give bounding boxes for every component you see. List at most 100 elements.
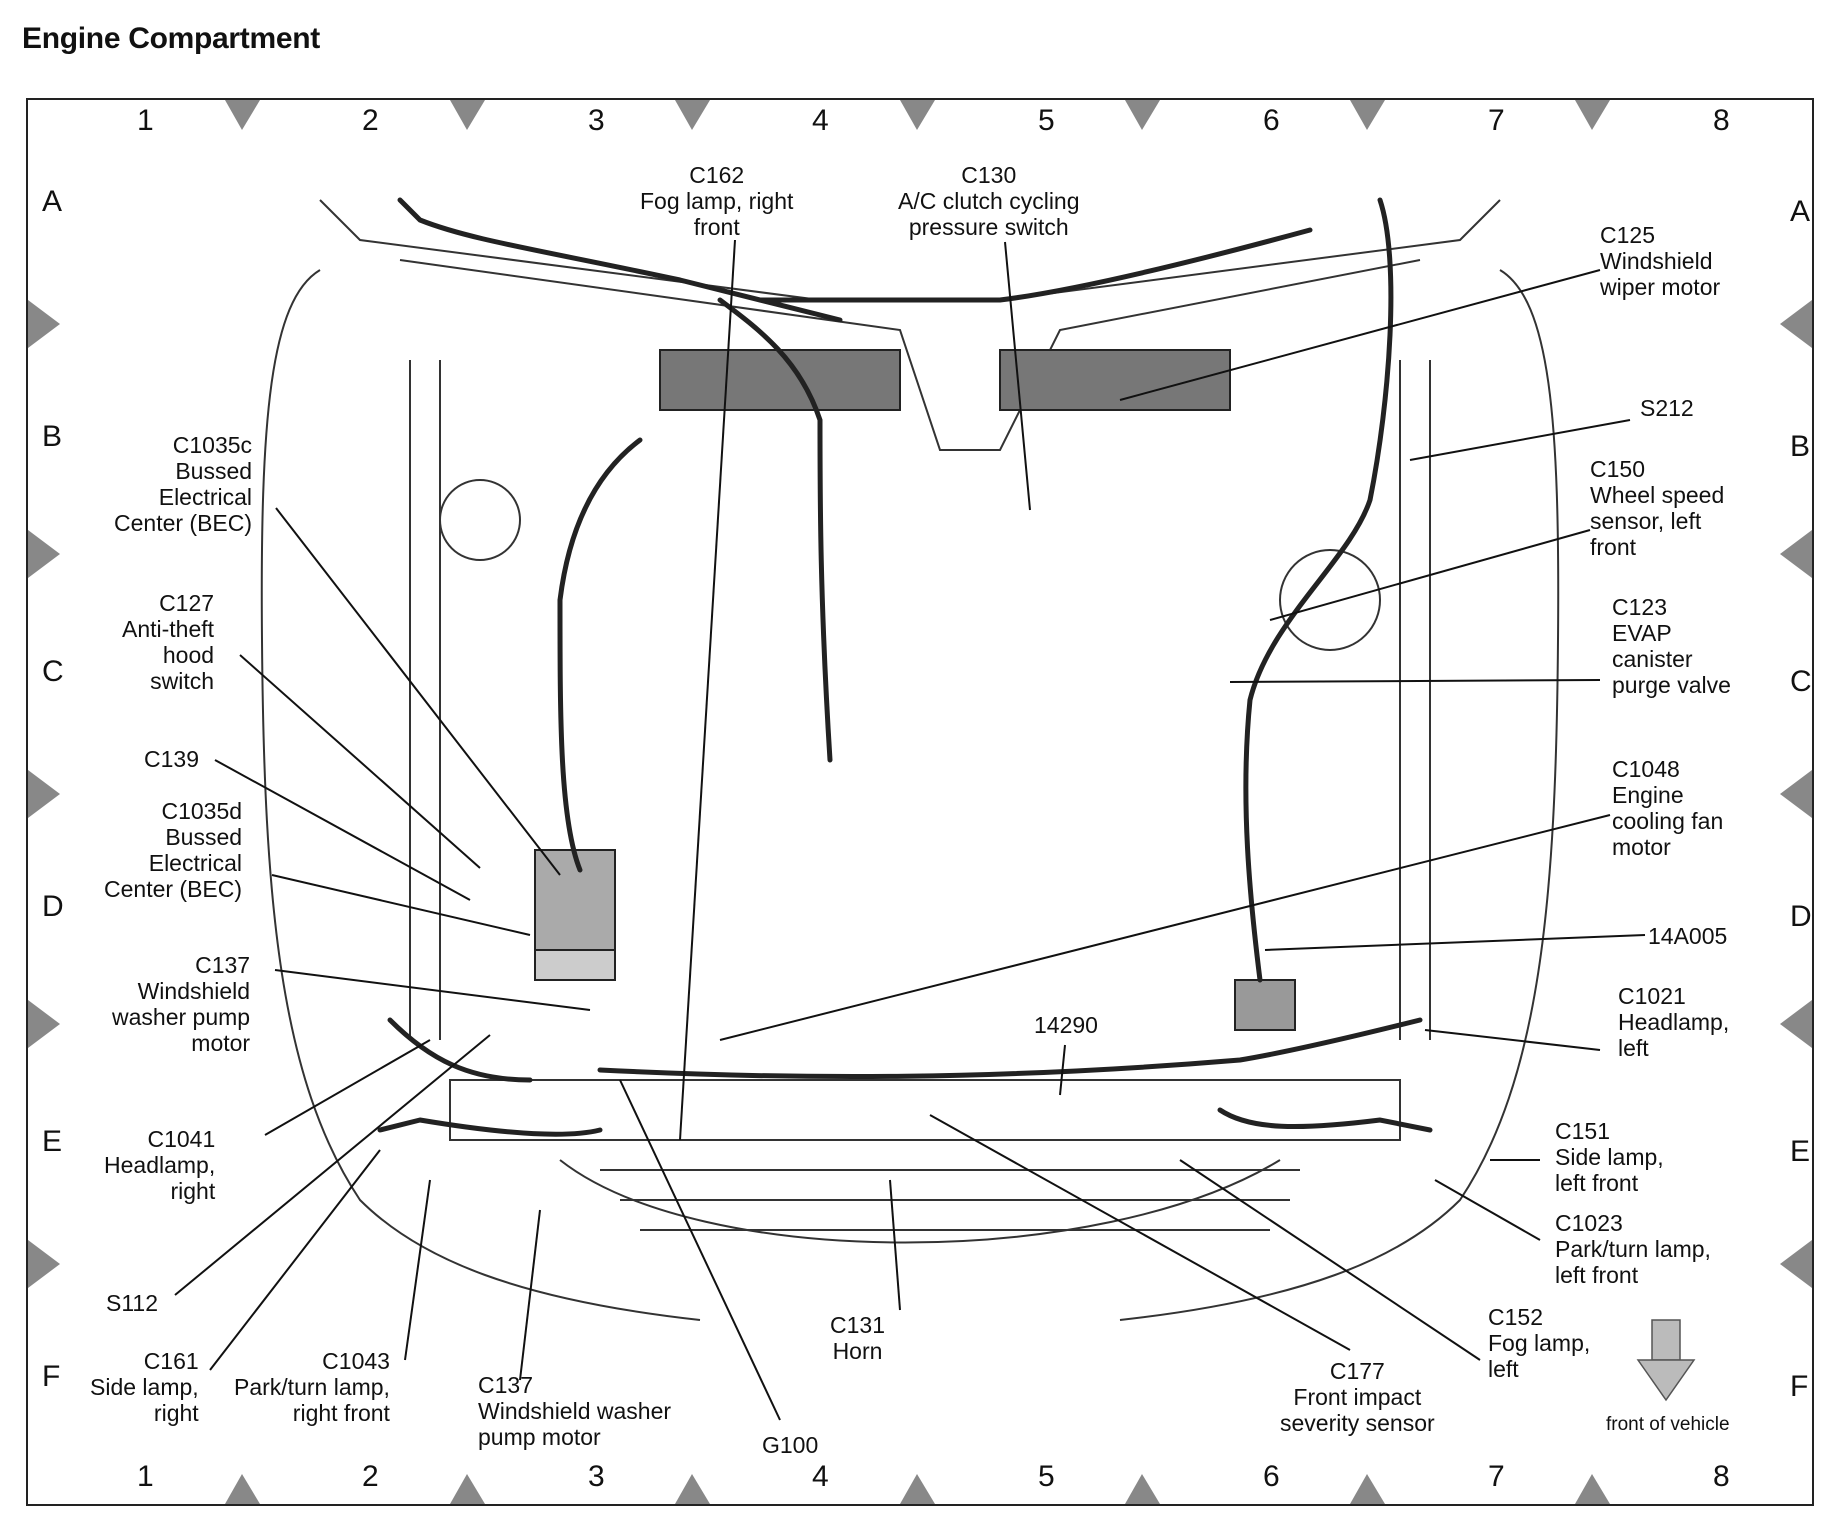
- label-c131: C131 Horn: [830, 1312, 885, 1364]
- grid-col-top: 8: [1713, 104, 1730, 137]
- grid-row-right: C: [1790, 665, 1812, 698]
- label-c162: C162 Fog lamp, right front: [640, 162, 794, 240]
- leader-c177: [929, 1114, 1351, 1351]
- label-c152: C152 Fog lamp, left: [1488, 1304, 1591, 1382]
- grid-row-right: B: [1790, 430, 1811, 463]
- grid-col-top: 2: [362, 104, 379, 137]
- grid-col-bottom: 7: [1488, 1460, 1505, 1493]
- grid-marker-right: [1780, 1000, 1812, 1048]
- label-c139: C139: [144, 746, 199, 772]
- label-c1035c: C1035c Bussed Electrical Center (BEC): [114, 432, 253, 536]
- wire-harness-center: [717, 297, 833, 763]
- label-g100: G100: [762, 1432, 819, 1458]
- leader-c1035d: [271, 874, 531, 936]
- grid-marker-top: [225, 100, 260, 130]
- label-c127: C127 Anti-theft hood switch: [122, 590, 215, 694]
- grid-col-bottom: 1: [137, 1460, 154, 1493]
- right-frame-rail: [409, 360, 441, 1040]
- grid-row-left: E: [42, 1125, 63, 1158]
- radiator-support: [449, 1079, 1401, 1141]
- grid-markers: [28, 100, 1812, 1504]
- cowl-vent-right: [659, 349, 901, 411]
- diagram-frame: [26, 98, 1814, 1506]
- cowl-panel: [399, 259, 1421, 451]
- label-c177: C177 Front impact severity sensor: [1280, 1358, 1435, 1436]
- grid-row-right: E: [1790, 1135, 1811, 1168]
- label-c137-bottom: C137 Windshield washer pump motor: [478, 1372, 672, 1450]
- leader-14290: [1059, 1044, 1066, 1096]
- leader-s112: [174, 1034, 491, 1296]
- wire-harness-top: [757, 227, 1313, 303]
- grid-col-top: 7: [1488, 104, 1505, 137]
- label-c1023: C1023 Park/turn lamp, left front: [1555, 1210, 1711, 1288]
- grid-marker-left: [28, 530, 60, 578]
- leader-c131: [889, 1179, 901, 1311]
- grid-marker-bottom: [1350, 1474, 1385, 1504]
- grid-col-bottom: 6: [1263, 1460, 1280, 1493]
- grid-row-left: C: [42, 655, 64, 688]
- grid-row-left: F: [42, 1360, 61, 1393]
- leader-c162: [679, 239, 736, 1141]
- front-of-vehicle-label: front of vehicle: [1606, 1414, 1730, 1435]
- leader-c127: [239, 654, 481, 869]
- grid-row-left: D: [42, 890, 64, 923]
- grid-marker-right: [1780, 770, 1812, 818]
- leader-14a005: [1264, 934, 1646, 951]
- grid-marker-left: [28, 300, 60, 348]
- grid-marker-top: [1350, 100, 1385, 130]
- grid-marker-bottom: [450, 1474, 485, 1504]
- grid-col-bottom: 3: [588, 1460, 605, 1493]
- label-14a005: 14A005: [1648, 923, 1728, 949]
- leader-c150: [1269, 529, 1591, 621]
- label-c130: C130 A/C clutch cycling pressure switch: [898, 162, 1080, 240]
- wire-harness-lower-right: [377, 1017, 603, 1137]
- label-c137-left: C137 Windshield washer pump motor: [112, 952, 251, 1056]
- bec-lower: [534, 949, 616, 981]
- wire-harness-left: [1243, 197, 1394, 983]
- grid-col-bottom: 8: [1713, 1460, 1730, 1493]
- label-s212: S212: [1640, 395, 1694, 421]
- leader-c137b: [519, 1209, 541, 1381]
- left-frame-rail: [1399, 360, 1431, 1040]
- label-c1041: C1041 Headlamp, right: [104, 1126, 216, 1204]
- grid-col-bottom: 5: [1038, 1460, 1055, 1493]
- grid-marker-bottom: [225, 1474, 260, 1504]
- grid-marker-right: [1780, 1240, 1812, 1288]
- leader-s212: [1409, 419, 1631, 461]
- front-arrow-icon: [1636, 1319, 1696, 1402]
- grid-marker-right: [1780, 300, 1812, 348]
- left-fender-outline: [1119, 269, 1560, 1321]
- grid-col-top: 1: [137, 104, 154, 137]
- grid-marker-left: [28, 1000, 60, 1048]
- grid-marker-right: [1780, 530, 1812, 578]
- label-14290: 14290: [1034, 1012, 1098, 1038]
- leader-c137a: [274, 969, 591, 1011]
- wire-harness-front: [597, 1017, 1423, 1080]
- leader-c1021: [1424, 1029, 1601, 1051]
- left-shock-tower: [1279, 549, 1381, 651]
- leader-c152: [1179, 1159, 1481, 1361]
- label-c123: C123 EVAP canister purge valve: [1612, 594, 1731, 698]
- grid-col-top: 4: [812, 104, 829, 137]
- grid-marker-bottom: [1125, 1474, 1160, 1504]
- leader-c161: [209, 1149, 381, 1371]
- right-fender-outline: [260, 269, 701, 1321]
- label-c161: C161 Side lamp, right: [90, 1348, 199, 1426]
- grid-row-right: D: [1790, 900, 1812, 933]
- leader-c125: [1119, 269, 1601, 401]
- bussed-electrical-center: [534, 849, 616, 951]
- grid-row-right: A: [1790, 195, 1811, 228]
- grid-marker-top: [900, 100, 935, 130]
- label-c1048: C1048 Engine cooling fan motor: [1612, 756, 1724, 860]
- grid-col-bottom: 4: [812, 1460, 829, 1493]
- grid-col-bottom: 2: [362, 1460, 379, 1493]
- leader-c130: [1004, 241, 1031, 511]
- page-title: Engine Compartment: [22, 22, 320, 55]
- grid-marker-top: [1575, 100, 1610, 130]
- bumper-lower: [559, 1159, 1281, 1244]
- grid-marker-top: [675, 100, 710, 130]
- grid-col-top: 3: [588, 104, 605, 137]
- grid-row-left: A: [42, 185, 63, 218]
- grid-col-top: 5: [1038, 104, 1055, 137]
- grid-marker-left: [28, 770, 60, 818]
